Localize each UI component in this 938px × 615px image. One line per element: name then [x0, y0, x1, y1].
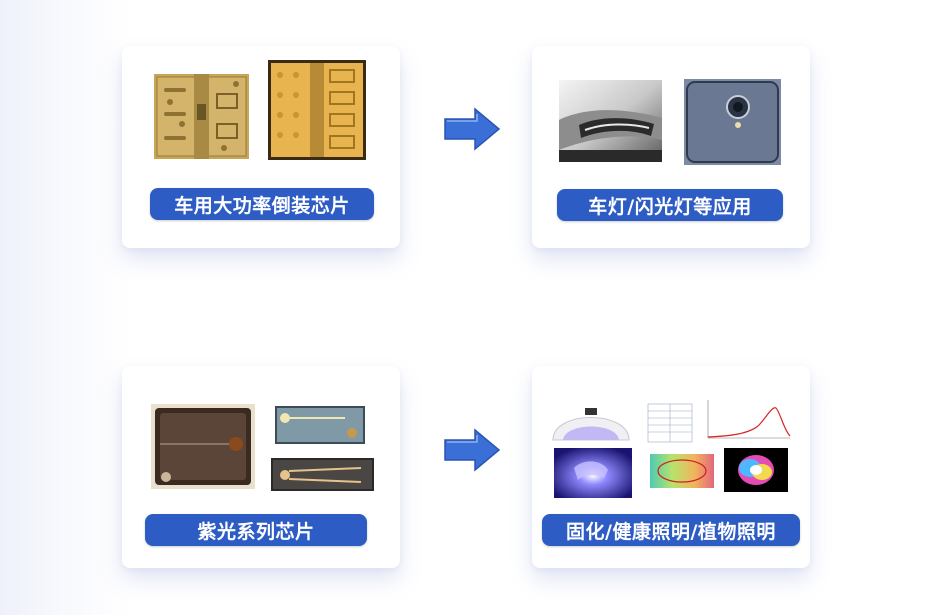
- target-label-1: 车灯/闪光灯等应用: [557, 189, 783, 221]
- uv-chip-image-2: [275, 406, 365, 444]
- car-headlight-image: [559, 80, 662, 162]
- flip-chip-image-1: [154, 74, 249, 159]
- target-card-2: 固化/健康照明/植物照明: [532, 366, 810, 568]
- target-label-2: 固化/健康照明/植物照明: [542, 514, 800, 546]
- uv-chip-image-1: [151, 404, 255, 489]
- source-label-1: 车用大功率倒装芯片: [150, 188, 374, 220]
- right-arrow-icon: [444, 107, 501, 151]
- right-arrow-icon: [444, 428, 501, 472]
- color-wheel-image: [724, 448, 788, 492]
- spec-table-image: [646, 396, 694, 444]
- uv-lamp-image: [549, 396, 633, 446]
- color-gamut-image: [646, 448, 718, 494]
- source-card-1: 车用大功率倒装芯片: [122, 46, 400, 248]
- uv-chip-image-3: [271, 458, 374, 491]
- spectrum-chart-image: [700, 396, 794, 444]
- flip-chip-image-2: [268, 60, 366, 160]
- source-label-2: 紫光系列芯片: [145, 514, 367, 546]
- source-card-2: 紫光系列芯片: [122, 366, 400, 568]
- phone-flash-image: [684, 79, 781, 165]
- uv-curing-photo: [554, 448, 632, 498]
- target-card-1: 车灯/闪光灯等应用: [532, 46, 810, 248]
